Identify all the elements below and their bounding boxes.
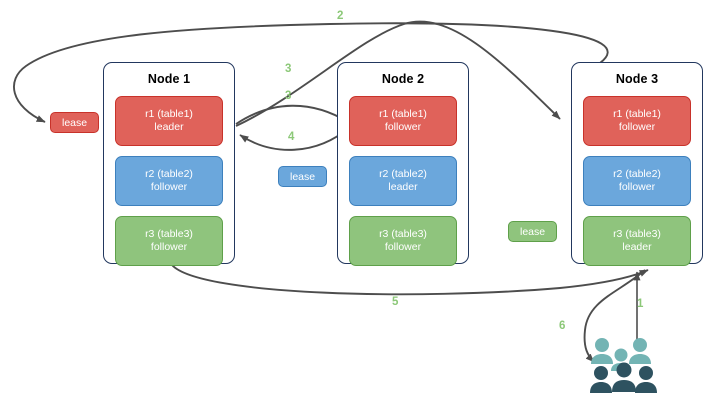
edge-3-to-node2 (235, 104, 349, 125)
step-label-5: 5 (392, 296, 399, 308)
replica-r3-node1[interactable]: r3 (table3) follower (115, 216, 223, 266)
step-label-6: 6 (559, 320, 566, 332)
step-label-3b: 3 (285, 90, 292, 102)
node-title-node1: Node 1 (147, 72, 191, 86)
step-label-4: 4 (288, 131, 295, 143)
replica-r2-node1[interactable]: r2 (table2) follower (115, 156, 223, 206)
lease-badge-red[interactable]: lease (50, 112, 100, 133)
node-title-node2: Node 2 (381, 72, 425, 86)
node-title-node3: Node 3 (615, 72, 659, 86)
replica-role: follower (150, 241, 188, 253)
replica-r3-node3[interactable]: r3 (table3) leader (583, 216, 691, 266)
replica-r2-node3[interactable]: r2 (table2) follower (583, 156, 691, 206)
replica-list-node1: r1 (table1) leader r2 (table2) follower … (115, 96, 223, 266)
step-label-3a: 3 (285, 63, 292, 75)
replica-name: r3 (table3) (613, 227, 661, 240)
replica-name: r3 (table3) (379, 227, 427, 240)
users-group-icon (590, 338, 657, 393)
edge-5-node1-to-node3 (171, 264, 649, 296)
replica-role: follower (384, 241, 422, 253)
replica-r1-node2[interactable]: r1 (table1) follower (349, 96, 457, 146)
replica-name: r3 (table3) (145, 227, 193, 240)
replica-name: r1 (table1) (145, 107, 193, 120)
replica-name: r2 (table2) (613, 167, 661, 180)
replica-role: leader (388, 181, 418, 193)
replica-role: follower (384, 121, 422, 133)
replica-role: leader (622, 241, 652, 253)
replica-list-node2: r1 (table1) follower r2 (table2) leader … (349, 96, 457, 266)
replica-name: r2 (table2) (379, 167, 427, 180)
replica-list-node3: r1 (table1) follower r2 (table2) followe… (583, 96, 691, 266)
replica-role: follower (150, 181, 188, 193)
node-card-node3[interactable]: Node 3 r1 (table1) follower r2 (table2) … (571, 62, 703, 266)
replica-r2-node2[interactable]: r2 (table2) leader (349, 156, 457, 206)
users-back-row (591, 338, 651, 371)
replica-name: r1 (table1) (613, 107, 661, 120)
lease-badge-green[interactable]: lease (508, 221, 558, 242)
node-card-node2[interactable]: Node 2 r1 (table1) follower r2 (table2) … (337, 62, 469, 266)
edge-4-node2-to-node1 (239, 126, 351, 151)
users-front-row (590, 362, 657, 393)
replica-r1-node1[interactable]: r1 (table1) leader (115, 96, 223, 146)
lease-badge-blue[interactable]: lease (278, 166, 328, 187)
replica-r1-node3[interactable]: r1 (table1) follower (583, 96, 691, 146)
replica-role: leader (154, 121, 184, 133)
replica-role: follower (618, 121, 656, 133)
replica-role: follower (618, 181, 656, 193)
step-label-1: 1 (637, 298, 644, 310)
replica-r3-node2[interactable]: r3 (table3) follower (349, 216, 457, 266)
step-label-2: 2 (337, 10, 344, 22)
node-card-node1[interactable]: Node 1 r1 (table1) leader r2 (table2) fo… (103, 62, 235, 266)
replica-name: r2 (table2) (145, 167, 193, 180)
replica-name: r1 (table1) (379, 107, 427, 120)
